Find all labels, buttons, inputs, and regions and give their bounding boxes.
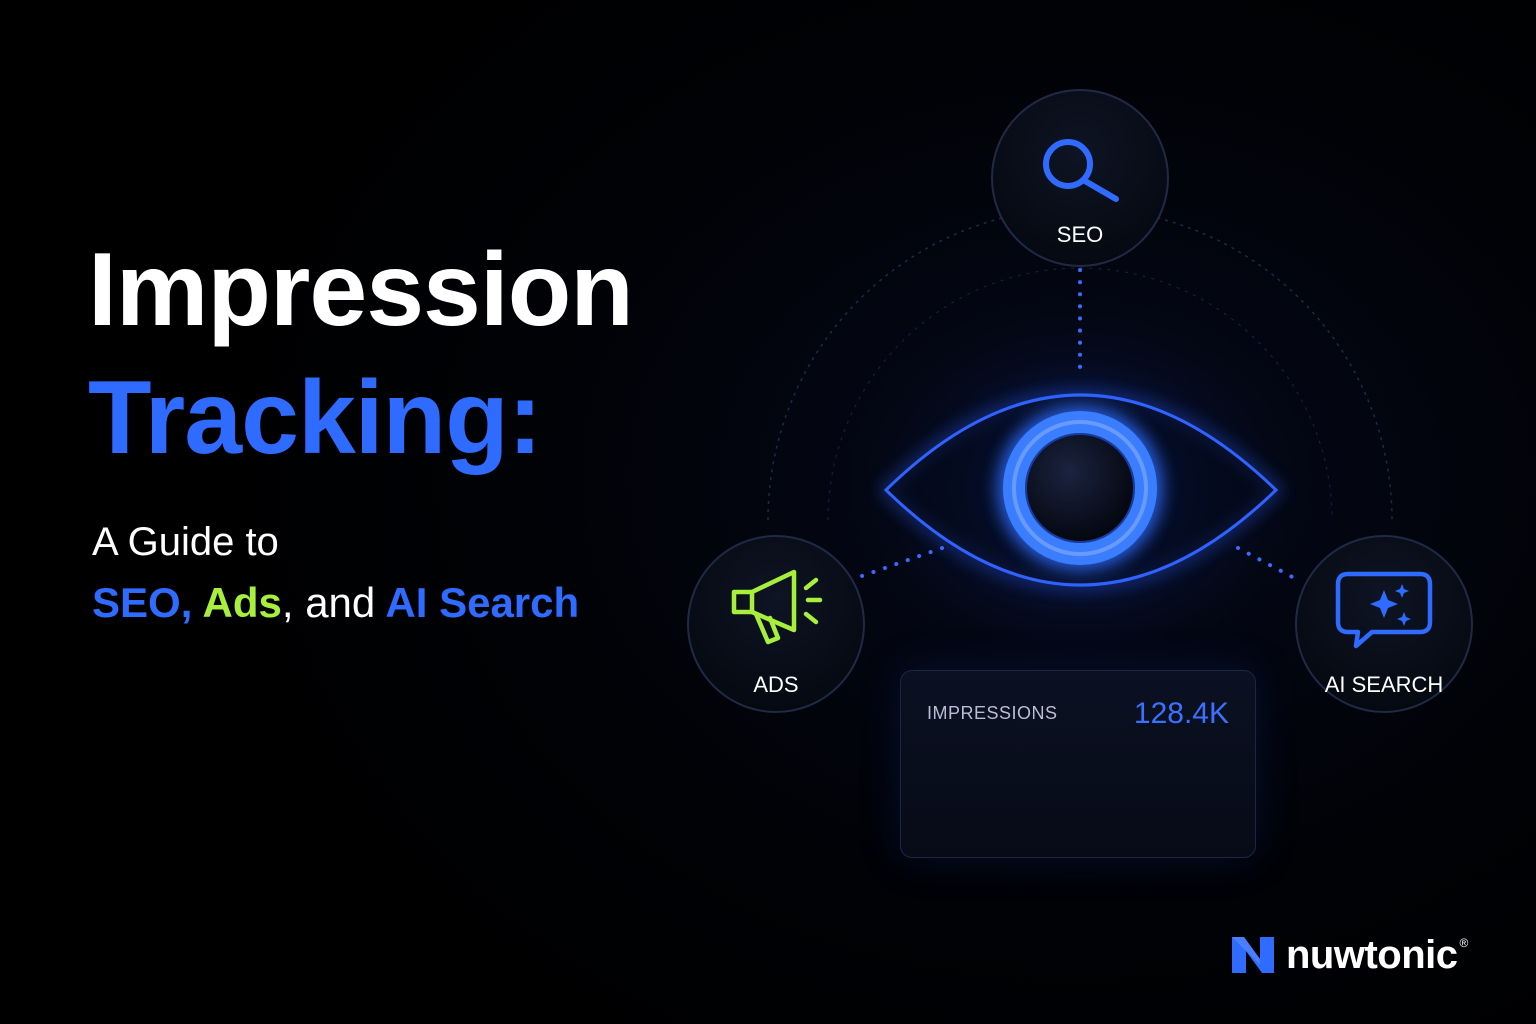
seo-node[interactable] xyxy=(991,89,1169,267)
brand-name: nuwtonic xyxy=(1286,932,1458,977)
subtitle-seo: SEO xyxy=(92,579,181,626)
ads-label: ADS xyxy=(753,672,799,697)
subtitle-ads: Ads xyxy=(202,579,282,626)
eye-icon xyxy=(878,390,1284,590)
ads-node[interactable] xyxy=(687,535,865,713)
impressions-value: 128.4K xyxy=(1133,697,1229,730)
seo-label: SEO xyxy=(1056,222,1104,247)
impressions-card: IMPRESSIONS 128.4K xyxy=(900,670,1256,858)
nuwtonic-logo-icon xyxy=(1232,937,1274,973)
connectors xyxy=(860,268,1300,582)
impressions-label: IMPRESSIONS xyxy=(927,703,1058,723)
subtitle-line-1: A Guide to xyxy=(92,520,279,564)
ai-search-node[interactable] xyxy=(1295,535,1473,713)
subtitle-ai-search: AI Search xyxy=(385,579,580,626)
headline-line-1: Impression xyxy=(88,232,634,348)
ai-sparkle-chat-icon xyxy=(1335,571,1433,649)
search-icon xyxy=(1043,139,1119,202)
brand-logo[interactable]: nuwtonic ® xyxy=(1230,930,1468,980)
subtitle-line-2: SEO, Ads, and AI Search xyxy=(92,582,579,624)
ai-search-label: AI SEARCH xyxy=(1324,672,1444,697)
headline-line-2: Tracking: xyxy=(88,360,542,476)
megaphone-icon xyxy=(731,569,823,645)
subtitle-comma: , xyxy=(180,579,193,626)
registered-mark: ® xyxy=(1459,936,1469,950)
subtitle-and: , and xyxy=(281,579,376,626)
